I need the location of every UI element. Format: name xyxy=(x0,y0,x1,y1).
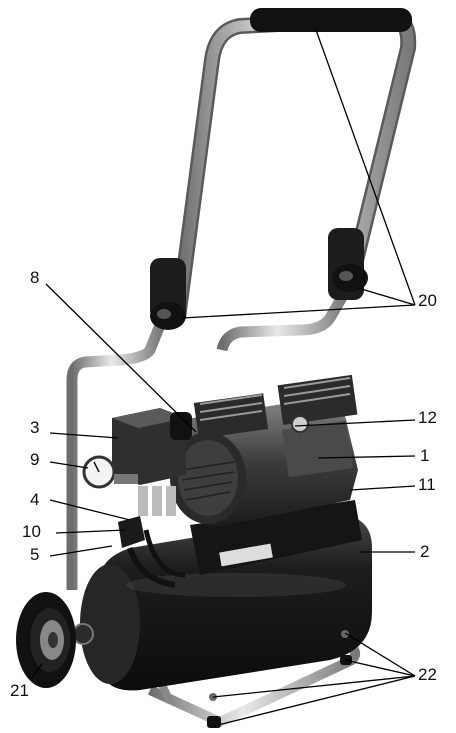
callout-12: 12 xyxy=(418,408,437,427)
callout-9: 9 xyxy=(30,450,39,469)
wheel xyxy=(16,592,76,688)
callout-8: 8 xyxy=(30,268,39,287)
pressure-gauge xyxy=(82,455,138,489)
callout-2: 2 xyxy=(420,542,429,561)
callout-21: 21 xyxy=(10,681,29,700)
hinge-right xyxy=(328,228,368,300)
callout-11: 11 xyxy=(418,475,436,494)
air-tank xyxy=(72,514,372,691)
callout-20: 20 xyxy=(418,291,437,310)
callout-5: 5 xyxy=(30,545,39,564)
callout-3: 3 xyxy=(30,418,39,437)
callout-10: 10 xyxy=(22,522,41,541)
callout-22: 22 xyxy=(418,665,437,684)
motor-assembly xyxy=(170,374,358,528)
handle-frame xyxy=(66,8,417,590)
callout-1: 1 xyxy=(420,446,429,465)
leader-lines xyxy=(29,29,416,727)
hinge-left xyxy=(150,258,186,330)
pressure-switch xyxy=(112,408,192,485)
callout-4: 4 xyxy=(30,490,39,509)
callout-labels: 8 3 9 4 10 5 21 20 12 1 11 2 22 xyxy=(10,268,437,700)
outlet-fittings xyxy=(118,486,186,588)
handle-grip xyxy=(250,8,412,32)
